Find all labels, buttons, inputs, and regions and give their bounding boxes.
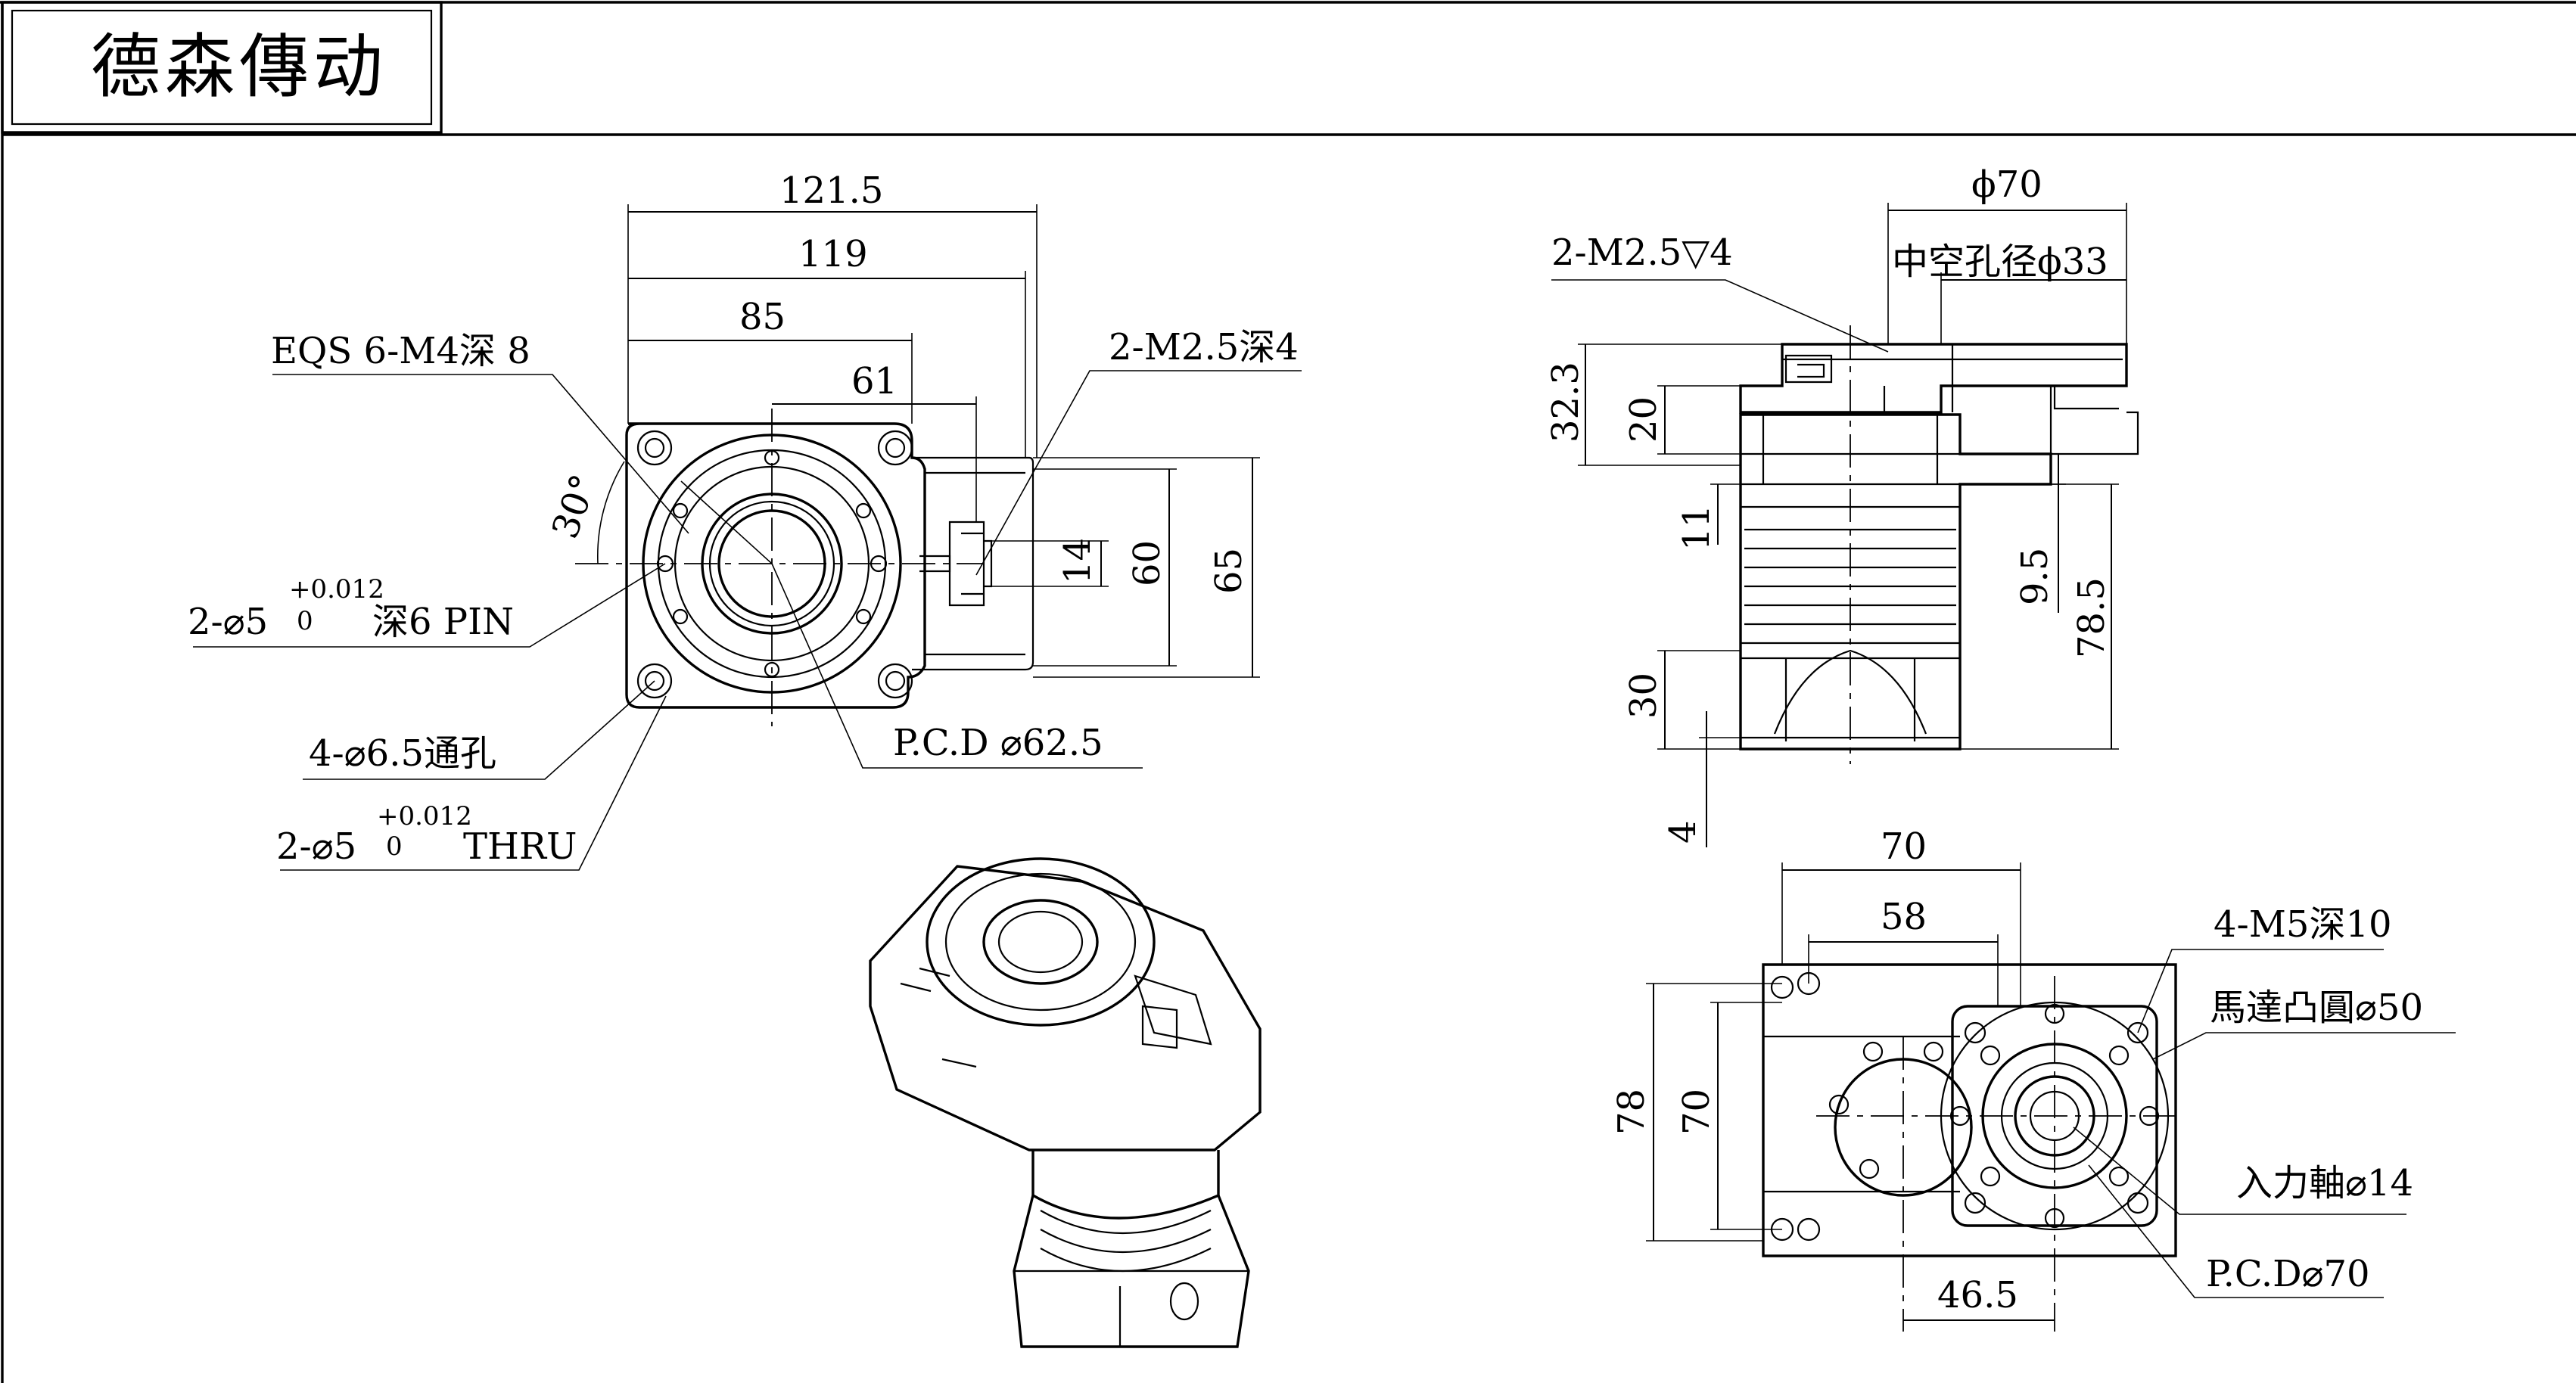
- note-pin-suffix: 深6 PIN: [372, 601, 514, 643]
- note-eqs-holes: EQS 6-M4深 8: [271, 330, 530, 372]
- dim-121-5: 121.5: [779, 169, 883, 212]
- isometric-view: [869, 857, 1262, 1348]
- dim-14: 14: [1056, 538, 1099, 584]
- dim-hollow-bore: 中空孔径ϕ33: [1892, 241, 2108, 283]
- dim-30: 30: [1622, 673, 1665, 719]
- note-side-tap: 2-M2.5深4: [1109, 326, 1299, 368]
- note-thru-tol-upper: +0.012: [377, 801, 472, 831]
- note-thru-tol-lower: 0: [386, 831, 403, 862]
- dim-11: 11: [1675, 505, 1718, 551]
- dim-phi-70: ϕ70: [1971, 163, 2042, 206]
- side-view: ϕ70 中空孔径ϕ33 2-M2.5▽4 32.3 20 11 30 4 9.5: [1545, 163, 2139, 847]
- dim-60: 60: [1126, 540, 1168, 586]
- dim-20: 20: [1622, 396, 1665, 443]
- note-thru-suffix: THRU: [463, 825, 577, 868]
- dim-85: 85: [739, 296, 786, 338]
- dim-78: 78: [1610, 1089, 1653, 1135]
- bottom-view: 70 58 78 70 46.5 4-M5深10 馬達凸圓⌀50 入力軸⌀14 …: [1610, 825, 2456, 1332]
- note-pin-tol-lower: 0: [297, 606, 313, 636]
- dim-46-5: 46.5: [1937, 1274, 2018, 1316]
- note-input-shaft: 入力軸⌀14: [2236, 1162, 2413, 1204]
- dim-78-5: 78.5: [2070, 577, 2113, 658]
- note-motor-taps: 4-M5深10: [2214, 903, 2392, 946]
- dim-32-3: 32.3: [1545, 362, 1587, 443]
- dim-9-5: 9.5: [2014, 548, 2056, 605]
- note-through-holes: 4-⌀6.5通孔: [309, 732, 496, 775]
- note-angle-30: 30°: [544, 469, 606, 544]
- note-side-tap: 2-M2.5▽4: [1551, 232, 1733, 274]
- dim-58: 58: [1881, 896, 1927, 938]
- note-pcd-70: P.C.D⌀70: [2206, 1253, 2370, 1295]
- note-pcd-62-5: P.C.D ⌀62.5: [893, 722, 1103, 764]
- note-pin-tol-upper: +0.012: [289, 574, 384, 604]
- front-view: 121.5 119 85 61 65 60 14 EQS 6-M4深 8 30°…: [188, 169, 1302, 871]
- brand-name: 德森傳动: [91, 26, 387, 107]
- dim-4: 4: [1662, 820, 1704, 844]
- dim-70-width: 70: [1881, 825, 1927, 868]
- dim-70-height: 70: [1675, 1089, 1718, 1135]
- dim-119: 119: [798, 233, 868, 275]
- dim-61: 61: [851, 360, 898, 402]
- note-pin-prefix: 2-⌀5: [188, 601, 268, 643]
- note-thru-prefix: 2-⌀5: [276, 825, 356, 868]
- dim-65: 65: [1208, 548, 1250, 594]
- note-motor-pilot: 馬達凸圓⌀50: [2210, 987, 2423, 1029]
